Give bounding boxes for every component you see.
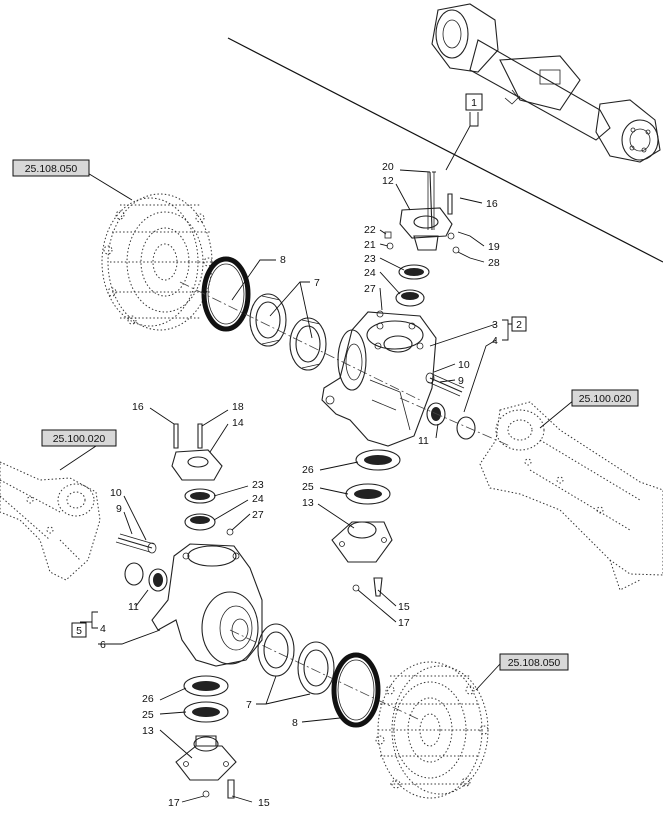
callout-labels: 20 12 16 22 21 19 23 28 24 27 8 7 3 4 10…: [100, 161, 500, 809]
callout-22: 22: [364, 224, 376, 236]
seal-ring-8-top: [201, 256, 251, 332]
svg-text:25.100.020: 25.100.020: [53, 433, 106, 445]
callout-21: 21: [364, 239, 376, 251]
callout-11-lower: 11: [128, 601, 139, 613]
callout-17: 17: [398, 617, 410, 629]
svg-text:25.100.020: 25.100.020: [579, 393, 632, 405]
callout-3: 3: [492, 319, 498, 331]
svg-text:5: 5: [76, 625, 82, 637]
callout-27: 27: [364, 283, 376, 295]
boxed-callout-1: 1: [465, 93, 483, 111]
callout-8: 8: [280, 254, 286, 266]
bolt-15-lower: [227, 779, 235, 799]
ref-box-axle-left[interactable]: 25.100.020: [41, 429, 117, 447]
callout-16: 16: [486, 198, 498, 210]
svg-text:2: 2: [516, 319, 522, 331]
callout-9: 9: [458, 375, 464, 387]
callout-8-lower: 8: [292, 717, 298, 729]
callout-4-lower: 4: [100, 623, 106, 635]
callout-15-lower: 15: [258, 797, 270, 809]
kingpin-cap-12: [399, 171, 460, 254]
callout-7-lower: 7: [246, 699, 252, 711]
section-divider-line: [227, 37, 663, 263]
seal-ring-8-lower: [331, 652, 381, 728]
bearing-23-24-upper: [395, 264, 430, 307]
kingpin-cap-14: [171, 423, 223, 481]
screw-27-lower: [226, 528, 234, 536]
callout-28: 28: [488, 257, 500, 269]
bolt-15-upper: [373, 577, 383, 597]
callout-18: 18: [232, 401, 244, 413]
svg-text:25.108.050: 25.108.050: [508, 657, 561, 669]
callout-7: 7: [314, 277, 320, 289]
callout-23: 23: [364, 253, 376, 265]
axle-housing-right: [479, 401, 663, 591]
callout-9-lower: 9: [116, 503, 122, 515]
callout-25-lower: 25: [142, 709, 154, 721]
ref-box-hub-bottom-right[interactable]: 25.108.050: [499, 653, 569, 671]
ref-box-hub-top-left[interactable]: 25.108.050: [12, 159, 90, 177]
callout-12: 12: [382, 175, 394, 187]
callout-15: 15: [398, 601, 410, 613]
centerline-top-hub: [179, 281, 421, 401]
callout-19: 19: [488, 241, 500, 253]
callout-16-lower: 16: [132, 401, 144, 413]
steering-knuckle-upper: [321, 311, 437, 447]
boxed-callout-5: 5: [71, 622, 87, 638]
screw-17-lower: [202, 790, 210, 798]
callout-20: 20: [382, 161, 394, 173]
callout-25: 25: [302, 481, 314, 493]
leader-lines: [59, 112, 575, 803]
bearing-pair-7-top: [249, 293, 327, 371]
axle-housing-left: [0, 461, 101, 581]
bearing-26-25-upper: [345, 449, 401, 505]
callout-11: 11: [418, 435, 429, 447]
callout-13: 13: [302, 497, 314, 509]
hub-reduction-bottom-right: [375, 661, 489, 799]
boxed-callout-2: 2: [502, 316, 527, 341]
bearing-pair-7-lower: [257, 623, 335, 695]
bushing-11-lower: [124, 562, 168, 592]
steering-knuckle-lower: [151, 543, 263, 667]
bushing-11-upper: [426, 402, 476, 440]
svg-text:25.108.050: 25.108.050: [25, 163, 78, 175]
callout-6: 6: [100, 639, 106, 651]
callout-17-lower: 17: [168, 797, 180, 809]
callout-4: 4: [492, 335, 498, 347]
callout-10: 10: [458, 359, 470, 371]
callout-24: 24: [364, 267, 376, 279]
svg-text:1: 1: [471, 97, 477, 109]
lower-cap-13-lower: [175, 735, 237, 781]
centerline-pin-upper: [399, 397, 511, 447]
axle-assembly-drawing: [431, 3, 661, 163]
centerline-lower-hub: [229, 629, 421, 721]
callout-14: 14: [232, 417, 244, 429]
callout-13-lower: 13: [142, 725, 154, 737]
callout-24-lower: 24: [252, 493, 264, 505]
bearing-23-24-lower: [184, 488, 216, 531]
bearing-26-25-lower: [183, 675, 229, 723]
callout-23-lower: 23: [252, 479, 264, 491]
screw-17-upper: [352, 584, 360, 592]
pin-9-10-lower: [115, 533, 157, 554]
callout-27-lower: 27: [252, 509, 264, 521]
hub-reduction-top-left: [101, 193, 213, 331]
ref-box-axle-right[interactable]: 25.100.020: [571, 389, 639, 407]
callout-10-lower: 10: [110, 487, 122, 499]
lower-cap-13-upper: [331, 521, 393, 563]
callout-26-lower: 26: [142, 693, 154, 705]
grease-fitting-22: [384, 231, 392, 239]
callout-26: 26: [302, 464, 314, 476]
screw-27-upper: [376, 310, 384, 318]
